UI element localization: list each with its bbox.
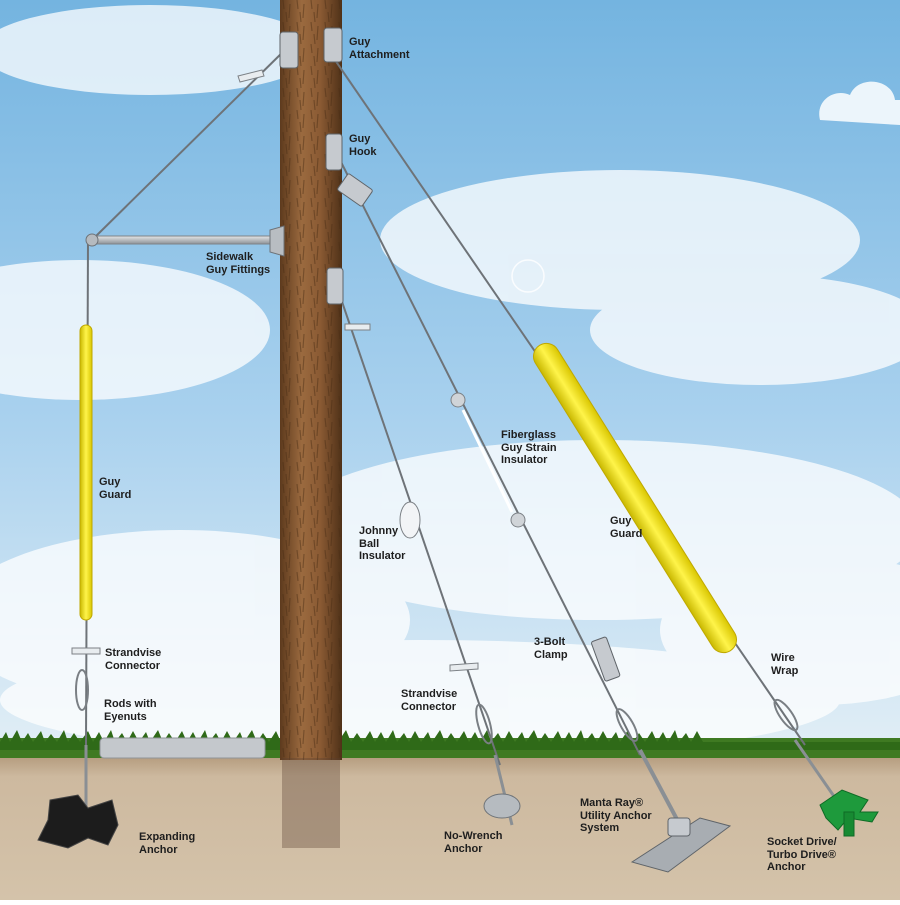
label-strandvise-connector-left: Strandvise Connector <box>105 647 162 672</box>
label-sidewalk-guy-fittings: Sidewalk Guy Fittings <box>206 251 271 276</box>
label-fiberglass-guy-strain-insulator: Fiberglass Guy Strain Insulator <box>501 429 557 466</box>
expanding-anchor <box>37 794 119 849</box>
label-manta-ray-utility-anchor-system: Manta Ray® Utility Anchor System <box>580 797 652 834</box>
label-rods-with-eyenuts: Rods with Eyenuts <box>104 698 157 723</box>
soil <box>0 755 900 900</box>
socket-drive-anchor <box>819 789 879 837</box>
label-socket-drive-turbo-drive-anchor: Socket Drive/ Turbo Drive® Anchor <box>767 836 837 873</box>
label-guy-guard-left: Guy Guard <box>99 476 132 501</box>
highlight-circle <box>511 259 545 293</box>
sidewalk <box>99 737 266 759</box>
manta-rod <box>638 749 682 826</box>
eye-loops <box>75 669 799 745</box>
insulators <box>71 69 526 672</box>
no-wrench-anchor <box>483 793 521 819</box>
pole-underground <box>282 758 340 848</box>
label-guy-hook: Guy Hook <box>349 133 377 158</box>
label-3-bolt-clamp: 3-Bolt Clamp <box>534 636 568 661</box>
label-expanding-anchor: Expanding Anchor <box>139 831 196 856</box>
label-wire-wrap: Wire Wrap <box>771 652 799 677</box>
label-strandvise-connector-mid: Strandvise Connector <box>401 688 458 713</box>
label-johnny-ball-insulator: Johnny Ball Insulator <box>359 525 406 562</box>
label-no-wrench-anchor: No-Wrench Anchor <box>444 830 503 855</box>
guy-guard-right <box>533 342 737 654</box>
right-anchor-rod <box>793 739 842 806</box>
sidewalk-strut <box>91 235 283 245</box>
guy-guard-left <box>79 324 93 621</box>
manta-ray-anchor <box>630 817 732 873</box>
label-guy-guard-right: Guy Guard <box>610 515 643 540</box>
small-cloud <box>819 81 900 125</box>
label-guy-attachment: Guy Attachment <box>349 36 410 61</box>
pole-hardware <box>279 27 621 682</box>
